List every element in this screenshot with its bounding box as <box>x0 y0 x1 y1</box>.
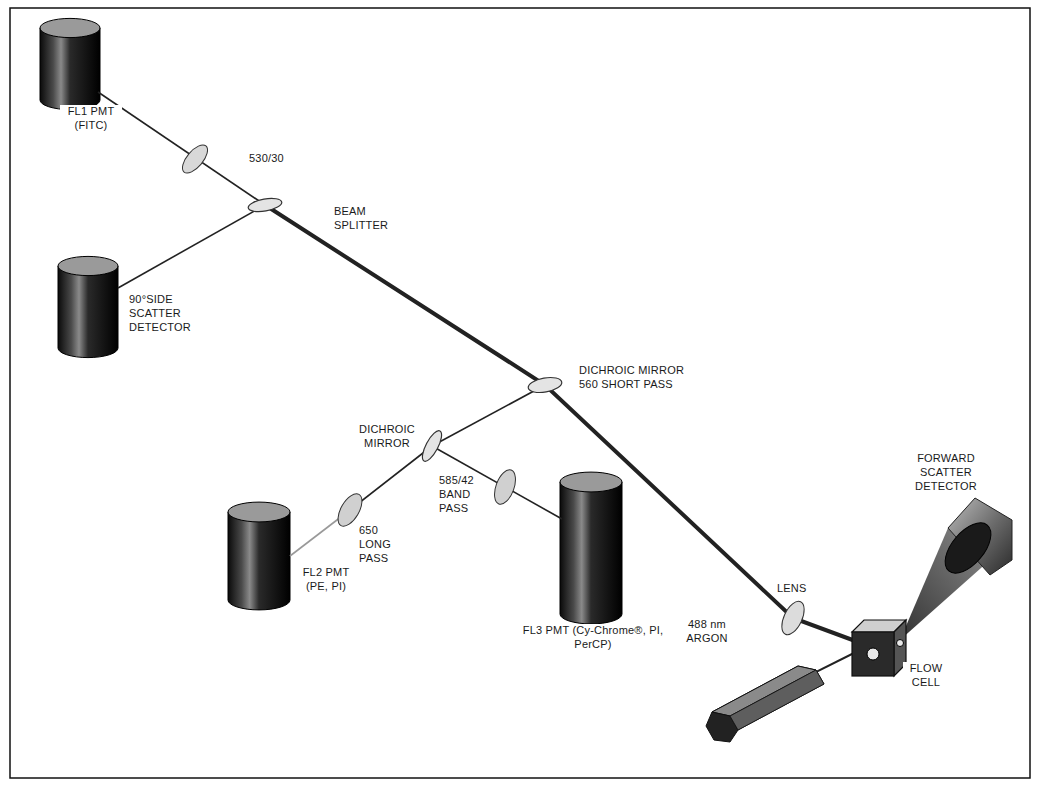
frame <box>10 8 1030 778</box>
component-label: FLOW CELL <box>903 662 949 690</box>
detector-face <box>936 515 999 582</box>
argon-laser <box>706 666 824 742</box>
pmt-cylinder <box>228 502 290 610</box>
component-label: 530/30 <box>248 152 285 166</box>
pmt-cylinder <box>58 256 118 357</box>
lens <box>777 598 809 638</box>
long-wave-path <box>432 385 545 446</box>
component-label: 90°SIDE SCATTER DETECTOR <box>128 293 200 334</box>
component-label: DICHROIC MIRROR <box>356 423 418 451</box>
fl3-light-path <box>432 446 562 519</box>
pmt-cylinder <box>560 472 622 624</box>
component-label: DICHROIC MIRROR 560 SHORT PASS <box>578 364 692 392</box>
pmt-cylinders <box>40 18 622 624</box>
component-label: 488 nm ARGON <box>680 618 734 646</box>
component-label: FL2 PMT (PE, PI) <box>298 566 354 594</box>
component-label: FORWARD SCATTER DETECTOR <box>908 452 984 493</box>
filter-530-30 <box>178 141 212 177</box>
component-label: FL3 PMT (Cy-Chrome®, PI, PerCP) <box>520 624 666 652</box>
flow-cell <box>852 620 906 676</box>
component-label: BEAM SPLITTER <box>333 205 397 233</box>
component-label: 650 LONG PASS <box>358 524 408 565</box>
dichroic-mirror <box>419 428 446 464</box>
component-label: FL1 PMT (FITC) <box>60 105 122 133</box>
filter-650-lp <box>490 467 519 507</box>
dichroic-mirror <box>527 375 563 395</box>
beam-splitter <box>247 196 283 214</box>
fl1-light-path <box>98 92 265 205</box>
component-label: LENS <box>776 582 808 596</box>
main-light-path <box>265 205 858 642</box>
pmt-cylinder <box>40 18 100 109</box>
side-scatter-path <box>118 205 265 288</box>
component-label: 585/42 BAND PASS <box>438 474 476 515</box>
